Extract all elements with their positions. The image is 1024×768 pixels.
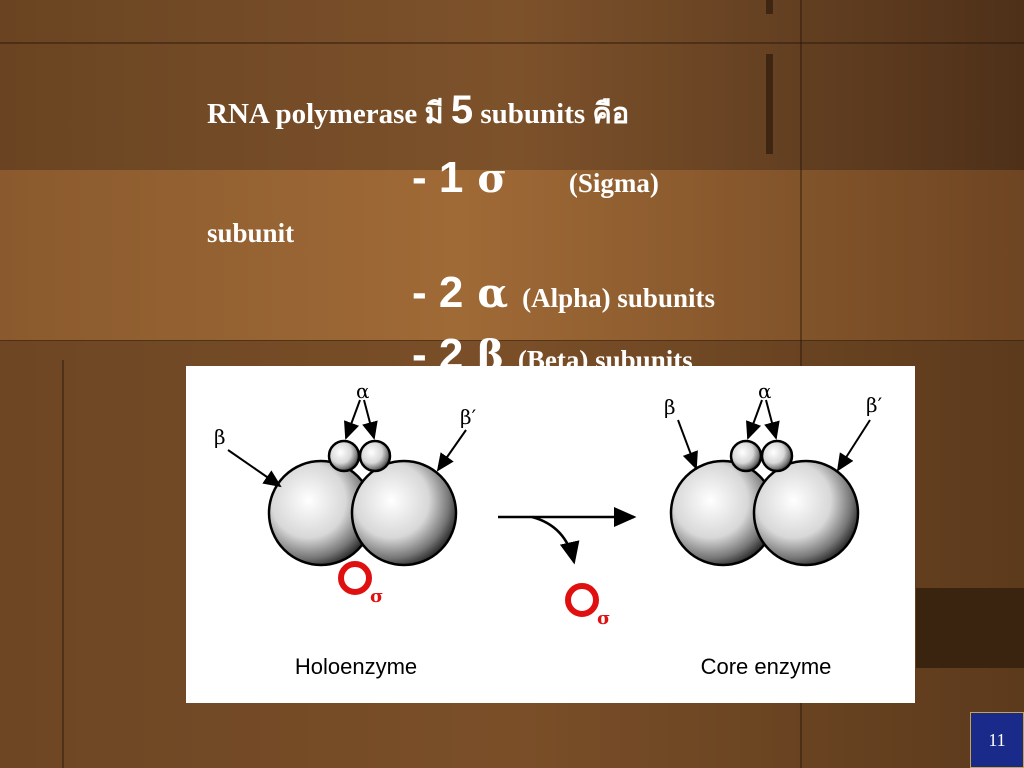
title-number: 5 [450,88,474,132]
alpha-label: α [758,379,772,403]
rna-polymerase-figure: σ α β β′ Holoenzyme σ α β [186,366,915,703]
alpha-symbol: α [477,270,509,317]
decor-bar [766,0,773,14]
sigma-symbol: σ [477,155,507,202]
beta-prime-arrow [436,429,467,472]
alpha-subunit-sphere [760,439,794,473]
subunit-row-wrap: subunit [207,218,294,249]
beta-prime-arrow [836,419,871,472]
beta-arrow [677,419,698,470]
sigma-subunit-circle [338,561,372,595]
background-band-top [0,0,1024,170]
subunit-row-alpha: - 2 α (Alpha) subunits [412,268,715,318]
title-text-pre: RNA polymerase มี [207,98,451,130]
alpha-arrow [764,399,780,440]
released-sigma-circle [565,583,599,617]
sigma-label: σ [370,586,383,607]
alpha-arrow [362,399,378,440]
row-label-wrap: subunit [207,218,295,248]
decor-line [0,42,1024,44]
holoenzyme-caption: Holoenzyme [295,654,417,679]
beta-prime-label: β′ [460,405,477,429]
alpha-label: α [356,379,370,403]
beta-prime-subunit-sphere [350,459,458,567]
alpha-subunit-sphere [729,439,763,473]
row-label: (Sigma) [568,168,659,198]
decor-line [62,360,64,768]
background-band-middle [0,170,1024,340]
row-label: (Alpha) subunits [522,283,715,313]
release-arrow [531,515,580,565]
decor-line [0,340,1024,341]
holoenzyme-diagram: σ α β β′ Holoenzyme [214,379,477,679]
core-enzyme-diagram: α β β′ Core enzyme [664,379,883,679]
row-count: - 2 [412,268,464,317]
beta-label: β [214,425,226,449]
alpha-subunit-sphere [358,439,392,473]
alpha-subunit-sphere [327,439,361,473]
beta-prime-label: β′ [866,393,883,417]
figure-svg: σ α β β′ Holoenzyme σ α β [214,379,883,679]
alpha-arrow [344,399,361,440]
subunit-row-sigma: - 1 σ (Sigma) [412,153,659,203]
decor-bar [766,54,773,154]
released-sigma-label: σ [597,608,610,629]
dissociation-arrow: σ [498,507,637,629]
row-count: - 1 [412,153,464,202]
slide-title: RNA polymerase มี 5 subunits คือ [207,88,629,136]
core-enzyme-caption: Core enzyme [701,654,832,679]
title-text-post: subunits คือ [473,98,630,130]
beta-prime-subunit-sphere [752,459,860,567]
decor-block [916,588,1024,668]
page-number: 11 [970,712,1024,768]
beta-arrow [227,449,282,488]
alpha-arrow [746,399,763,440]
beta-label: β [664,395,676,419]
